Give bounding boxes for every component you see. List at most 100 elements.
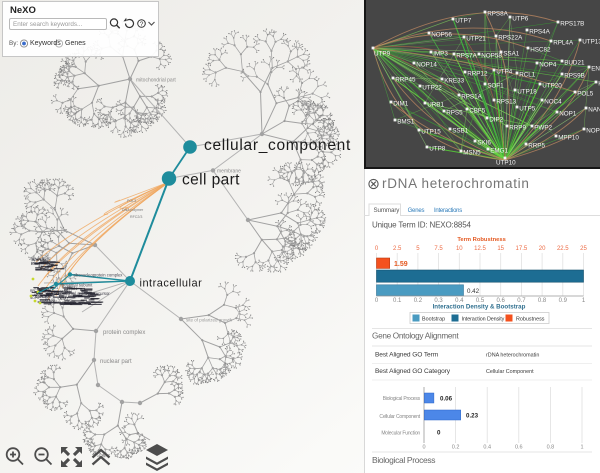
svg-text:2.5: 2.5 bbox=[393, 246, 402, 252]
svg-text:RPS1A: RPS1A bbox=[461, 94, 482, 101]
svg-text:DIP2: DIP2 bbox=[489, 117, 503, 124]
svg-text:0.42: 0.42 bbox=[467, 288, 480, 295]
svg-text:?: ? bbox=[140, 21, 144, 28]
svg-text:0: 0 bbox=[437, 430, 441, 437]
svg-text:SOF1: SOF1 bbox=[487, 83, 504, 90]
svg-text:RPS4A: RPS4A bbox=[529, 29, 550, 36]
svg-text:KRE33: KRE33 bbox=[444, 78, 464, 85]
svg-text:Term Robustness: Term Robustness bbox=[457, 237, 506, 243]
svg-text:RRP9: RRP9 bbox=[509, 125, 526, 132]
svg-text:0.7: 0.7 bbox=[517, 298, 526, 304]
svg-text:mitochondrial part: mitochondrial part bbox=[136, 78, 176, 84]
svg-text:RPL4B: RPL4B bbox=[54, 291, 64, 295]
svg-text:RPS7A: RPS7A bbox=[456, 53, 477, 60]
svg-text:UTP22: UTP22 bbox=[422, 85, 442, 92]
svg-text:membrane: membrane bbox=[217, 169, 241, 175]
svg-text:RPS22A: RPS22A bbox=[498, 35, 523, 42]
svg-text:Interactions: Interactions bbox=[434, 208, 462, 214]
svg-text:NOP56: NOP56 bbox=[431, 32, 452, 39]
svg-text:EMG1: EMG1 bbox=[490, 148, 508, 155]
svg-text:ERB1: ERB1 bbox=[40, 299, 49, 303]
svg-text:0.1: 0.1 bbox=[393, 298, 402, 304]
svg-text:protein complex: protein complex bbox=[103, 330, 145, 336]
svg-text:UTP13: UTP13 bbox=[582, 39, 600, 46]
svg-text:UTP8: UTP8 bbox=[429, 146, 446, 153]
svg-text:0.06: 0.06 bbox=[440, 396, 453, 403]
svg-text:RPS13: RPS13 bbox=[496, 99, 516, 106]
svg-text:UTP15: UTP15 bbox=[421, 129, 441, 136]
svg-text:Bootstrap: Bootstrap bbox=[422, 317, 445, 323]
svg-text:cellular_component: cellular_component bbox=[204, 137, 351, 154]
svg-text:0.3: 0.3 bbox=[434, 298, 443, 304]
svg-text:0.8: 0.8 bbox=[547, 445, 555, 451]
svg-text:7.5: 7.5 bbox=[434, 246, 443, 252]
svg-text:Molecular Function: Molecular Function bbox=[381, 431, 420, 437]
svg-text:UTP20: UTP20 bbox=[542, 83, 562, 90]
svg-text:BUD21: BUD21 bbox=[564, 60, 585, 67]
svg-text:22.5: 22.5 bbox=[557, 246, 569, 252]
svg-text:RRP12: RRP12 bbox=[467, 71, 488, 78]
svg-text:20: 20 bbox=[539, 246, 546, 252]
svg-text:rDNA heterochromatin: rDNA heterochromatin bbox=[382, 176, 530, 191]
svg-text:intracellular: intracellular bbox=[140, 278, 203, 290]
svg-text:NOP6: NOP6 bbox=[586, 128, 600, 135]
svg-text:NOP7: NOP7 bbox=[42, 257, 51, 261]
svg-text:RLP24: RLP24 bbox=[41, 295, 51, 299]
svg-text:RPL11B: RPL11B bbox=[38, 295, 50, 299]
svg-text:NAN1: NAN1 bbox=[588, 107, 600, 114]
svg-text:DNA polymer: DNA polymer bbox=[122, 208, 144, 212]
svg-text:Summary: Summary bbox=[374, 207, 401, 214]
svg-text:17.5: 17.5 bbox=[516, 246, 528, 252]
svg-text:MPP10: MPP10 bbox=[558, 135, 579, 142]
svg-text:0.4: 0.4 bbox=[455, 298, 464, 304]
svg-text:UTP7: UTP7 bbox=[455, 18, 472, 25]
svg-text:NSA1: NSA1 bbox=[60, 297, 69, 301]
svg-text:0: 0 bbox=[422, 445, 425, 451]
svg-text:0.8: 0.8 bbox=[538, 298, 547, 304]
svg-text:KRR1: KRR1 bbox=[598, 81, 600, 88]
svg-text:5: 5 bbox=[416, 246, 420, 252]
svg-text:0.2: 0.2 bbox=[414, 298, 423, 304]
svg-text:Unique Term ID: NEXO:8854: Unique Term ID: NEXO:8854 bbox=[372, 221, 472, 230]
svg-text:UTP6: UTP6 bbox=[512, 16, 529, 23]
svg-text:ribosomal subunit: ribosomal subunit bbox=[60, 283, 94, 288]
svg-text:NOG1: NOG1 bbox=[32, 258, 41, 262]
svg-text:Genes: Genes bbox=[408, 208, 425, 214]
svg-text:POL5: POL5 bbox=[577, 91, 594, 98]
svg-text:RPS9B: RPS9B bbox=[564, 73, 585, 80]
svg-text:Cellular Component: Cellular Component bbox=[379, 414, 420, 420]
svg-text:nuclear part: nuclear part bbox=[100, 359, 132, 365]
svg-text:RPL2A: RPL2A bbox=[31, 257, 42, 261]
svg-text:12.5: 12.5 bbox=[474, 246, 486, 252]
svg-text:RPS17B: RPS17B bbox=[560, 21, 584, 28]
svg-text:NOP15: NOP15 bbox=[35, 295, 46, 299]
svg-text:NOP14: NOP14 bbox=[416, 62, 437, 69]
svg-text:URB1: URB1 bbox=[427, 102, 444, 109]
svg-text:rDNA heterochromatin: rDNA heterochromatin bbox=[486, 353, 539, 359]
svg-text:ribonucleoprotein complex: ribonucleoprotein complex bbox=[74, 273, 124, 278]
svg-text:RPS1A: RPS1A bbox=[36, 258, 47, 262]
svg-text:1.59: 1.59 bbox=[394, 261, 408, 268]
svg-text:0.2: 0.2 bbox=[452, 445, 460, 451]
svg-text:0.6: 0.6 bbox=[497, 298, 506, 304]
svg-text:0.23: 0.23 bbox=[466, 413, 479, 420]
svg-text:HSC82: HSC82 bbox=[530, 47, 551, 54]
svg-text:RFC2/3: RFC2/3 bbox=[130, 215, 142, 219]
svg-text:0.4: 0.4 bbox=[483, 445, 491, 451]
svg-text:ribosomal subunit precursor: ribosomal subunit precursor bbox=[58, 291, 110, 296]
svg-text:CBF5: CBF5 bbox=[469, 108, 486, 115]
svg-text:site of polarized growth: site of polarized growth bbox=[186, 318, 233, 323]
svg-text:UTP4: UTP4 bbox=[496, 69, 513, 76]
svg-text:Gene Ontology Alignment: Gene Ontology Alignment bbox=[372, 332, 459, 341]
svg-text:RRP45: RRP45 bbox=[395, 77, 416, 84]
svg-text:HAS1: HAS1 bbox=[34, 293, 43, 297]
svg-text:NOP4: NOP4 bbox=[30, 296, 39, 300]
svg-text:1: 1 bbox=[580, 445, 583, 451]
svg-text:SKI6: SKI6 bbox=[477, 140, 491, 147]
svg-text:UTP10: UTP10 bbox=[496, 160, 516, 167]
svg-text:Interaction Density: Interaction Density bbox=[462, 317, 505, 323]
svg-text:DIM1: DIM1 bbox=[393, 101, 409, 108]
svg-text:MSN5: MSN5 bbox=[463, 150, 481, 157]
svg-text:10: 10 bbox=[456, 246, 463, 252]
svg-text:NOP4: NOP4 bbox=[539, 62, 557, 69]
